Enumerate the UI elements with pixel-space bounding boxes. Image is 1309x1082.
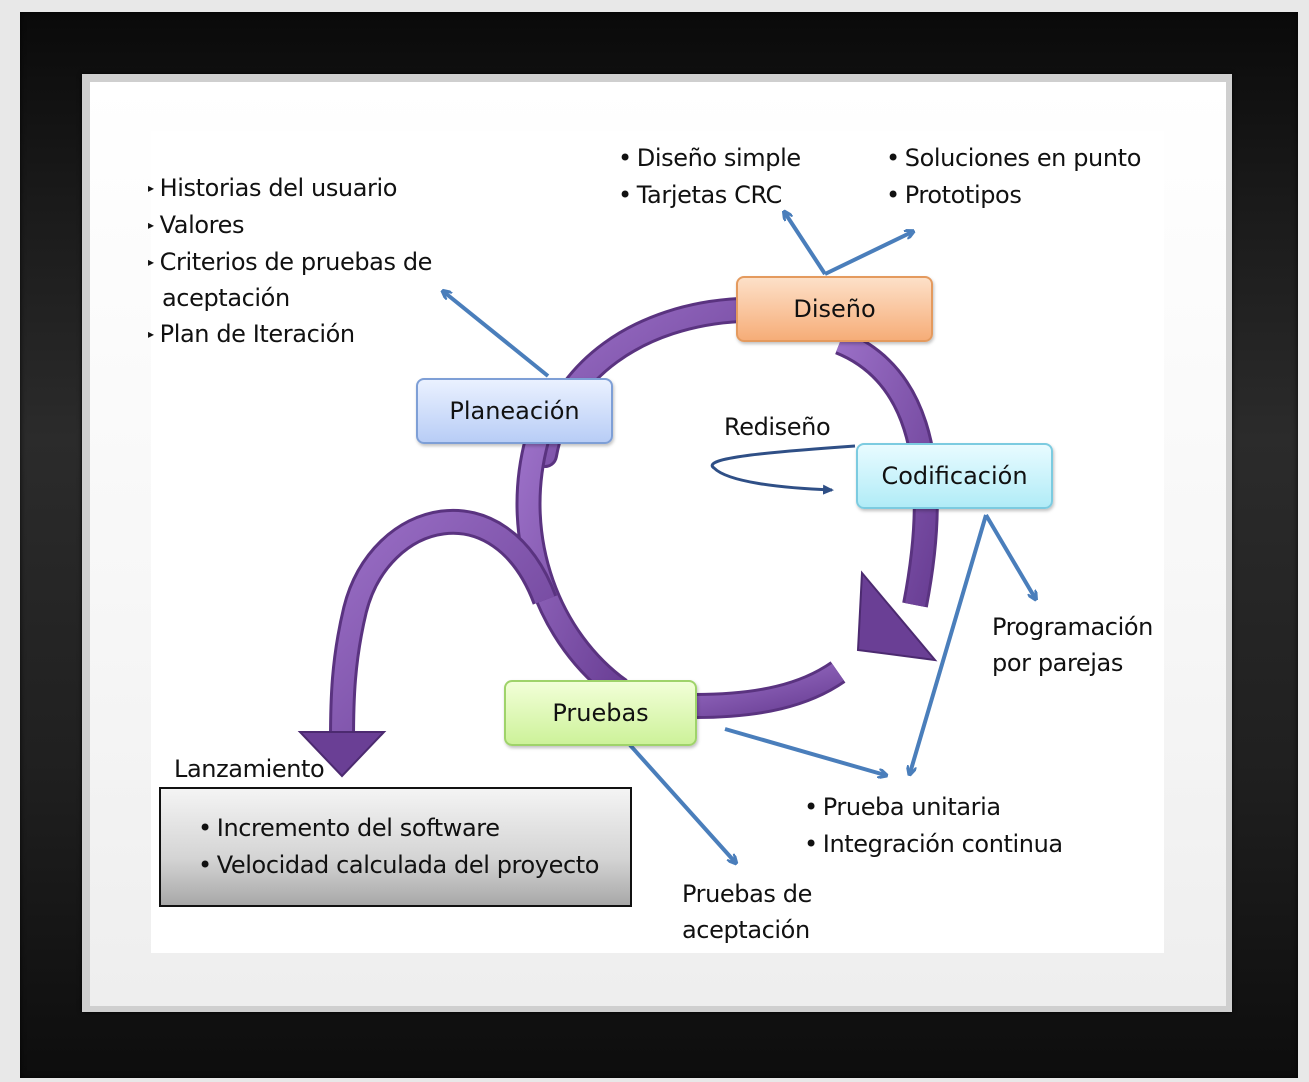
programacion-label: Programación: [992, 613, 1153, 641]
diseno-item: Tarjetas CRC: [618, 181, 783, 209]
cycle-arrowhead: [856, 570, 938, 662]
arrow-diseno-left: [785, 213, 827, 276]
aceptacion-label: aceptación: [682, 916, 810, 944]
planeacion-item: Valores: [148, 211, 245, 239]
phase-pruebas: Pruebas: [504, 680, 697, 746]
arrow-pruebas-aceptacion: [628, 743, 735, 862]
phase-codificacion: Codificación: [856, 443, 1053, 509]
lanzamiento-box: [159, 787, 632, 907]
arrow-planeacion-items: [444, 292, 550, 378]
planeacion-item-continued: aceptación: [162, 284, 290, 312]
phase-planeacion: Planeación: [416, 378, 613, 444]
diseno-item: Soluciones en punto: [886, 144, 1142, 172]
lanzamiento-label: Lanzamiento: [174, 755, 325, 783]
lanzamiento-item: Velocidad calculada del proyecto: [198, 851, 600, 879]
pruebas-item: Integración continua: [804, 830, 1063, 858]
diseno-item: Prototipos: [886, 181, 1022, 209]
pruebas-item: Prueba unitaria: [804, 793, 1001, 821]
planeacion-item: Historias del usuario: [148, 174, 398, 202]
planeacion-item: Criterios de pruebas de: [148, 248, 433, 276]
lanzamiento-item: Incremento del software: [198, 814, 500, 842]
arrow-diseno-right: [824, 232, 912, 276]
rediseno-label: Rediseño: [724, 413, 831, 441]
arrow-codificacion-unitaria: [910, 514, 988, 773]
release-arrowhead: [297, 731, 387, 778]
arrow-pruebas-unitaria: [724, 727, 885, 775]
rediseno-loop: [710, 444, 856, 495]
programacion-label: por parejas: [992, 649, 1123, 677]
phase-diseno: Diseño: [736, 276, 933, 342]
arrow-codificacion-programacion: [984, 513, 1035, 598]
planeacion-item: Plan de Iteración: [148, 320, 356, 348]
diseno-item: Diseño simple: [618, 144, 801, 172]
aceptacion-label: Pruebas de: [682, 880, 812, 908]
